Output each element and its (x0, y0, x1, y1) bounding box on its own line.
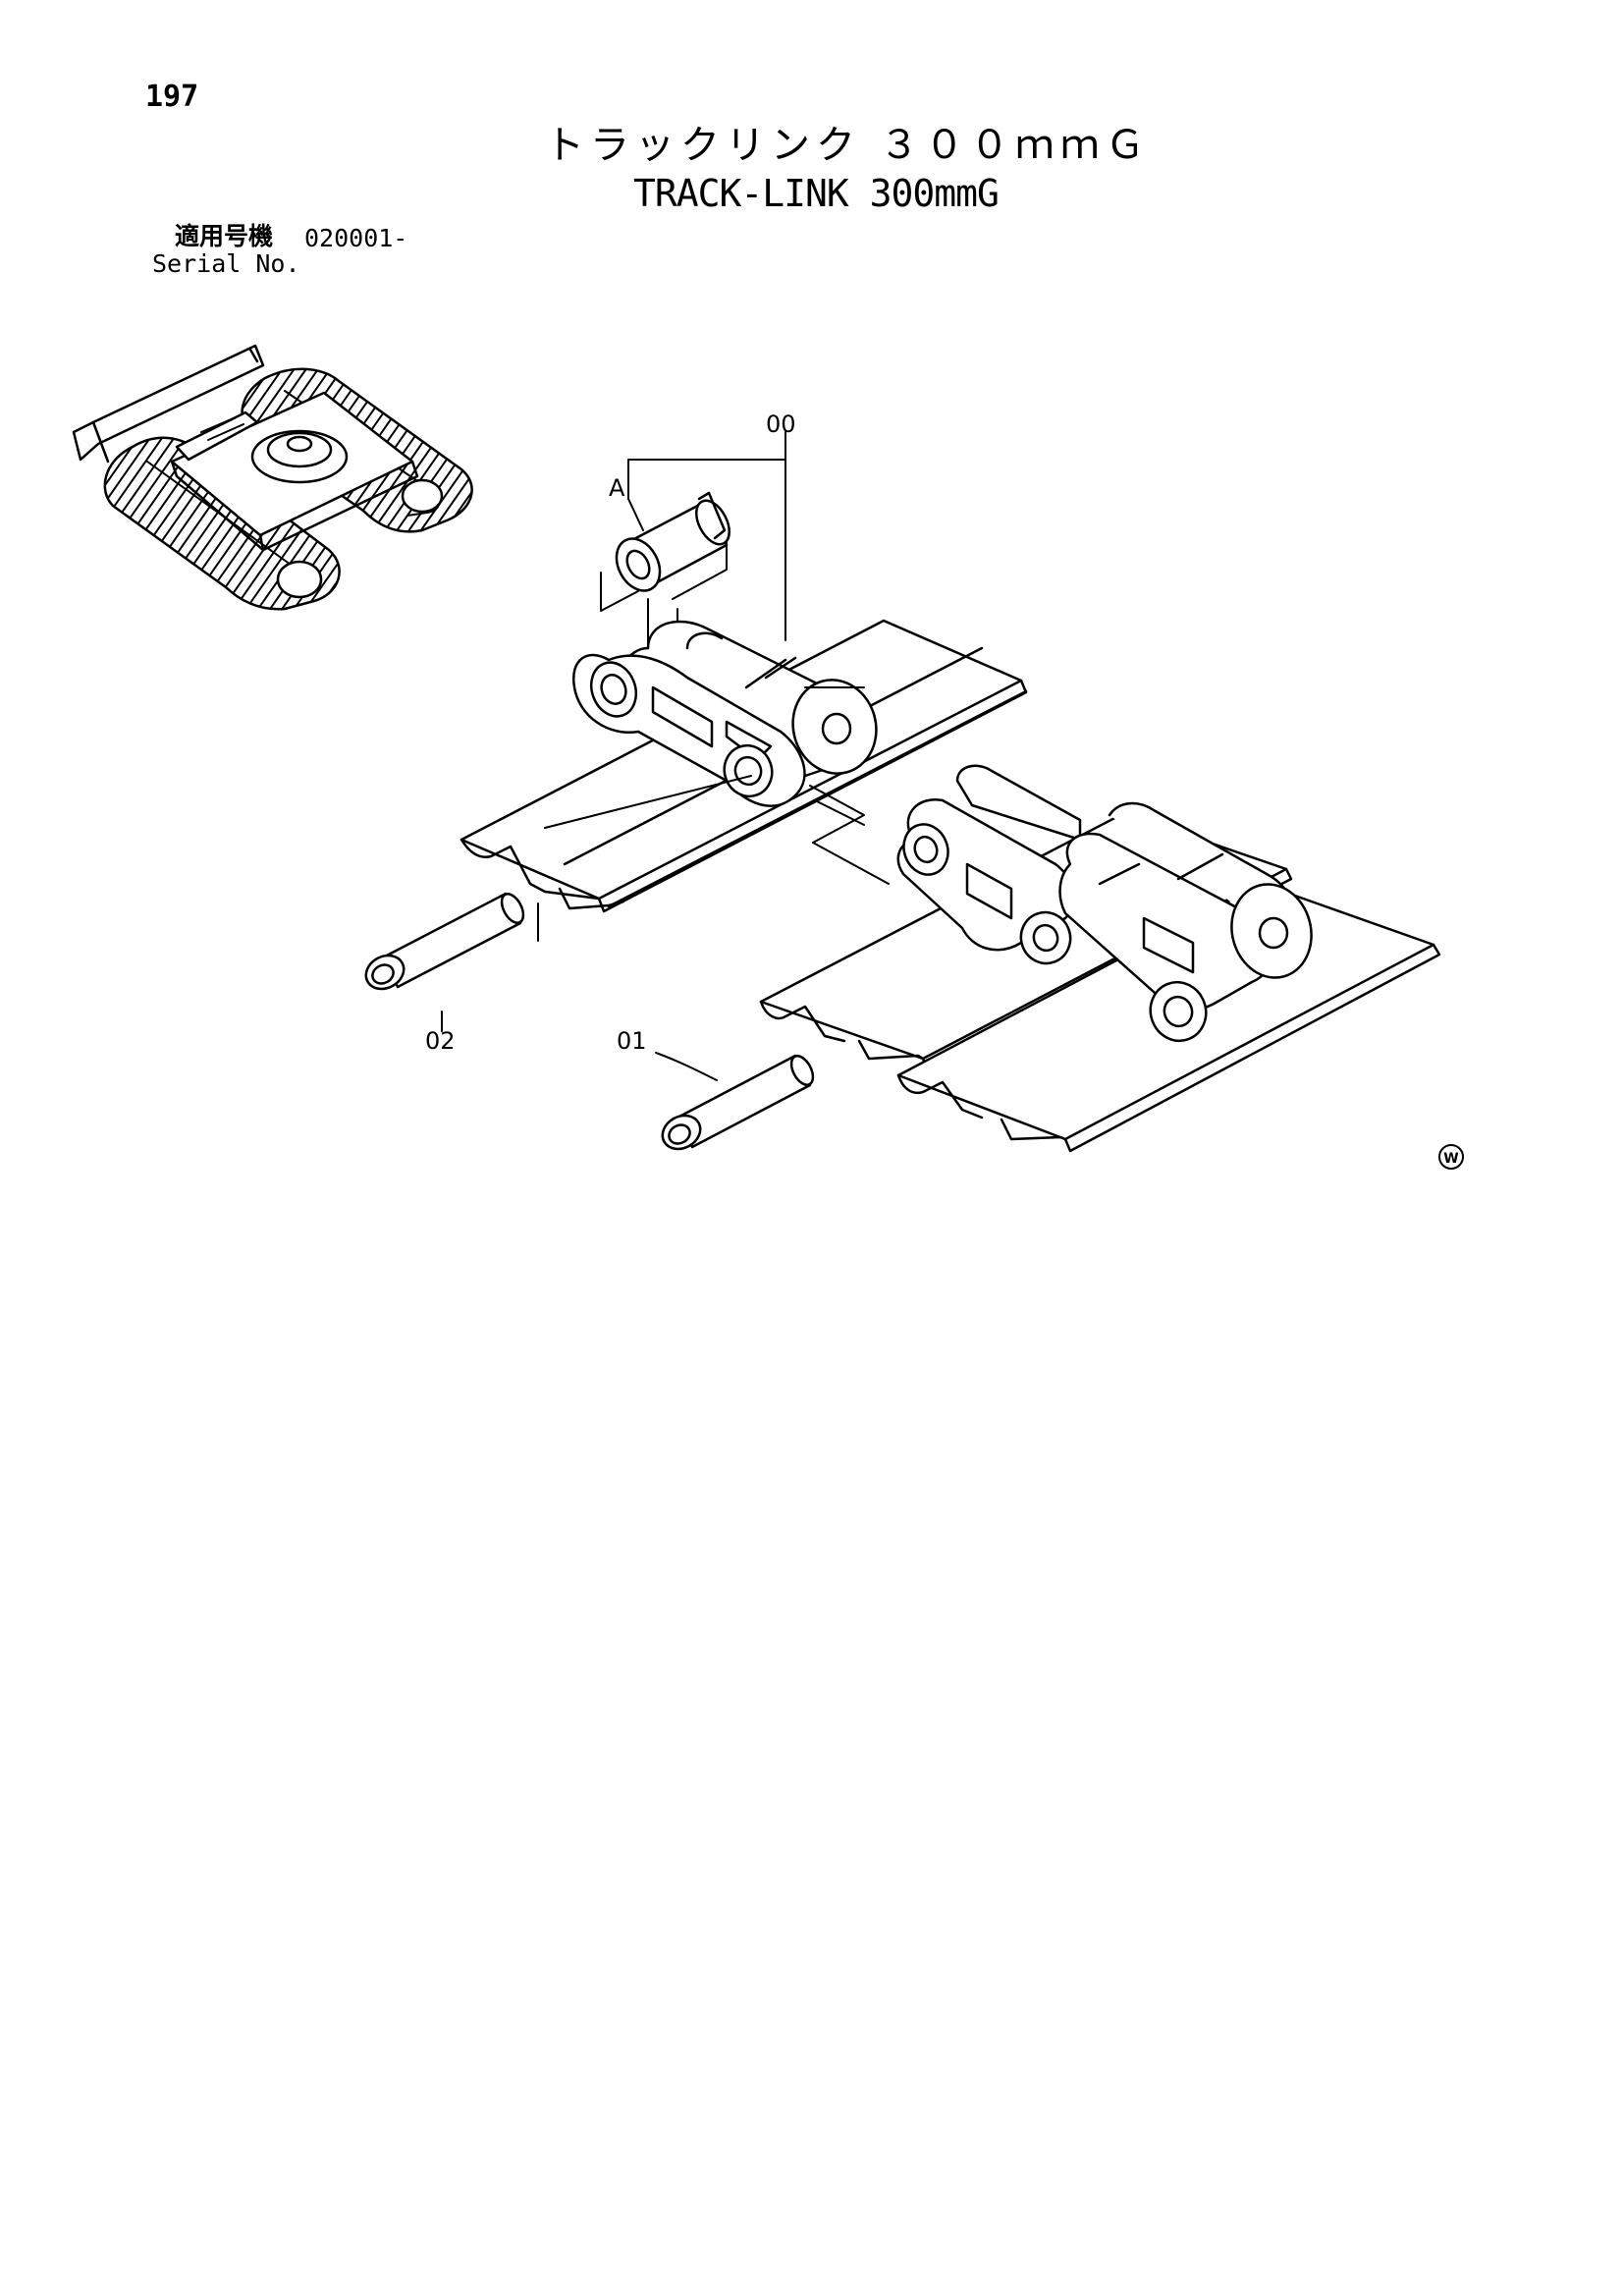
page-title-jp: トラックリンク ３００ｍｍＧ (545, 123, 1151, 168)
watermark-circle-w: W (1438, 1144, 1464, 1170)
callout-02: 02 (425, 1027, 456, 1055)
serial-number-value: 020001- (304, 224, 408, 252)
callout-00: 00 (766, 410, 796, 438)
callout-01: 01 (617, 1027, 647, 1055)
serial-label-jp: 適用号機 (175, 222, 274, 250)
serial-label-en: Serial No. (152, 249, 300, 278)
callout-a: A (609, 474, 625, 502)
page-title-en: TRACK-LINK 300mmG (633, 172, 1000, 215)
track-link-lower (896, 764, 1313, 1043)
pin-02 (364, 892, 525, 991)
watermark-letter: W (1443, 1151, 1458, 1167)
bushing-part (615, 491, 730, 592)
assembly-guide-lines (544, 775, 890, 885)
leader-lines (441, 431, 786, 1081)
crawler-excavator-icon (72, 344, 473, 611)
pin-01 (661, 1054, 815, 1151)
page-number: 197 (145, 80, 199, 114)
track-link-upper (571, 620, 878, 807)
